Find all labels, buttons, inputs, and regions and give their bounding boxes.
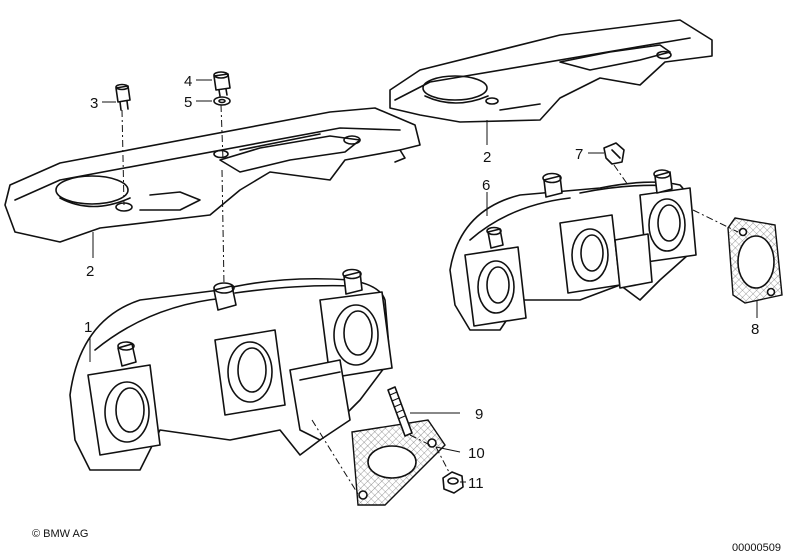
- callout-10: 10: [468, 445, 485, 462]
- exhaust-manifold-left: [69, 268, 393, 471]
- heat-shield-right: [389, 19, 713, 123]
- callout-3: 3: [90, 95, 98, 112]
- nut-11: [442, 471, 464, 494]
- assembly-lines: [121, 104, 739, 495]
- bolt-4: [213, 71, 231, 97]
- callout-9: 9: [475, 406, 483, 423]
- callout-11: 11: [468, 475, 484, 492]
- leader-lines: [89, 79, 758, 483]
- callout-2-right: 2: [483, 149, 491, 166]
- gasket-left: [351, 419, 446, 506]
- callout-1: 1: [84, 319, 92, 336]
- clip-7: [603, 142, 625, 165]
- callout-7: 7: [575, 146, 583, 163]
- callout-8: 8: [751, 321, 759, 338]
- copyright-text: © BMW AG: [32, 528, 88, 540]
- callout-5: 5: [184, 94, 192, 111]
- callout-4: 4: [184, 73, 192, 90]
- callout-6: 6: [482, 177, 490, 194]
- callout-2-left: 2: [86, 263, 94, 280]
- exhaust-manifold-right: [449, 169, 697, 331]
- gasket-right: [727, 217, 783, 304]
- document-number: 00000509: [732, 542, 781, 554]
- bolt-3: [115, 83, 131, 111]
- heat-shield-left: [4, 107, 421, 243]
- washer-5: [213, 96, 231, 106]
- stud-9: [387, 386, 413, 437]
